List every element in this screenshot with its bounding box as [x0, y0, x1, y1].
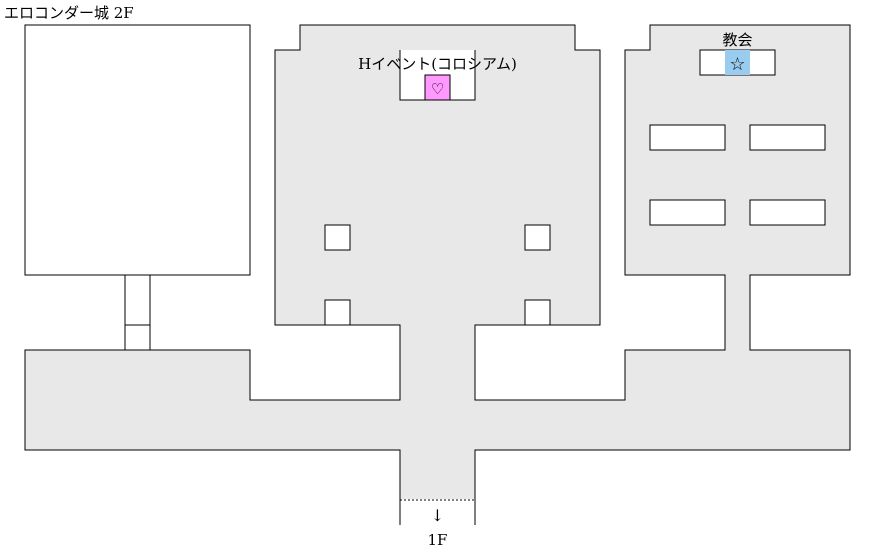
pillar	[324, 299, 351, 326]
pillar	[524, 224, 551, 251]
pillar	[324, 224, 351, 251]
left-room	[24, 24, 251, 276]
heart-tile[interactable]	[424, 74, 451, 101]
main-floor	[24, 24, 851, 501]
star-icon: ☆	[729, 54, 745, 75]
church-pew	[749, 124, 826, 151]
church-pew	[749, 199, 826, 226]
pillar	[524, 299, 551, 326]
church-pew	[649, 124, 726, 151]
exit-1f-label[interactable]: 1F	[428, 531, 448, 549]
heart-icon: ♡	[431, 80, 444, 98]
left-corridor	[124, 274, 151, 351]
map-title: エロコンダー城 2F	[4, 4, 134, 22]
star-tile[interactable]	[725, 50, 750, 75]
church-label: 教会	[722, 31, 752, 49]
down-arrow-icon: ↓	[431, 506, 444, 525]
church-pew	[649, 199, 726, 226]
colosseum-label: Hイベント(コロシアム)	[358, 55, 517, 73]
